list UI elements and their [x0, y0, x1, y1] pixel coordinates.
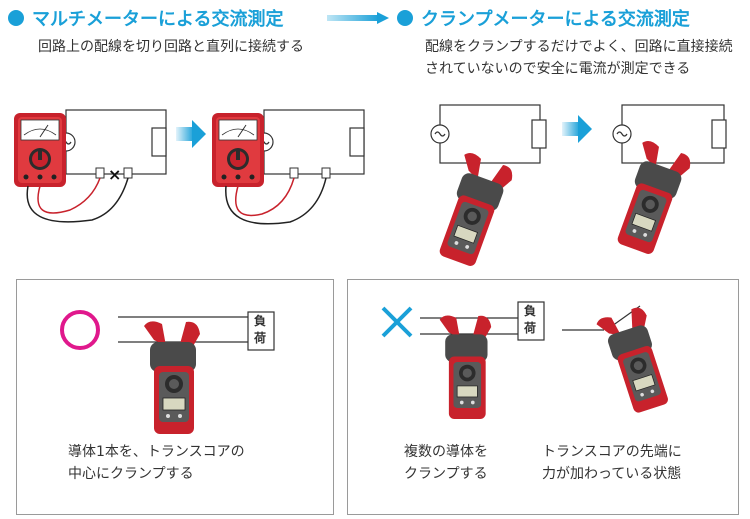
right-description-line-1: 配線をクランプするだけでよく、回路に直接接続 — [425, 39, 733, 55]
transition-arrow-icon — [562, 122, 580, 136]
good-load-label-top: 負 — [254, 314, 267, 328]
left-title: マルチメーターによる交流測定 — [32, 9, 284, 30]
header-arrow-icon — [327, 12, 389, 24]
clamp-circuit-after — [606, 104, 727, 258]
bad-load-label-top: 負 — [524, 304, 537, 318]
multimeter-circuit-after — [211, 109, 365, 225]
right-title: クランプメーターによる交流測定 — [421, 9, 690, 30]
bad-caption-b-line-2: 力が加わっている状態 — [542, 466, 682, 482]
clamp-meter-icon — [428, 150, 517, 270]
transition-arrow-icon — [176, 127, 194, 141]
left-header: マルチメーターによる交流測定 — [8, 6, 283, 30]
multimeter-icon — [13, 112, 67, 188]
bad-load-label-bottom: 荷 — [524, 321, 537, 335]
good-caption-line-1: 導体1本を、トランスコアの — [68, 444, 245, 460]
good-load-label-bottom: 荷 — [254, 331, 267, 345]
clamp-meter-icon — [606, 138, 695, 258]
bad-caption-a-line-1: 複数の導体を — [404, 444, 488, 460]
bullet-icon — [8, 10, 24, 26]
left-description: 回路上の配線を切り回路と直列に接続する — [38, 39, 304, 55]
clamp-circuit-before — [428, 104, 547, 270]
right-description-line-2: されていないので安全に電流が測定できる — [425, 61, 691, 77]
multimeter-circuit-before: × — [13, 109, 167, 223]
bullet-icon — [397, 10, 413, 26]
multimeter-icon — [211, 112, 265, 188]
bad-caption-a-line-2: クランプする — [404, 466, 488, 482]
good-caption-line-2: 中心にクランプする — [68, 466, 194, 482]
bad-caption-b-line-1: トランスコアの先端に — [542, 444, 682, 460]
svg-text:×: × — [108, 165, 121, 184]
right-header: クランプメーターによる交流測定 — [397, 6, 690, 30]
